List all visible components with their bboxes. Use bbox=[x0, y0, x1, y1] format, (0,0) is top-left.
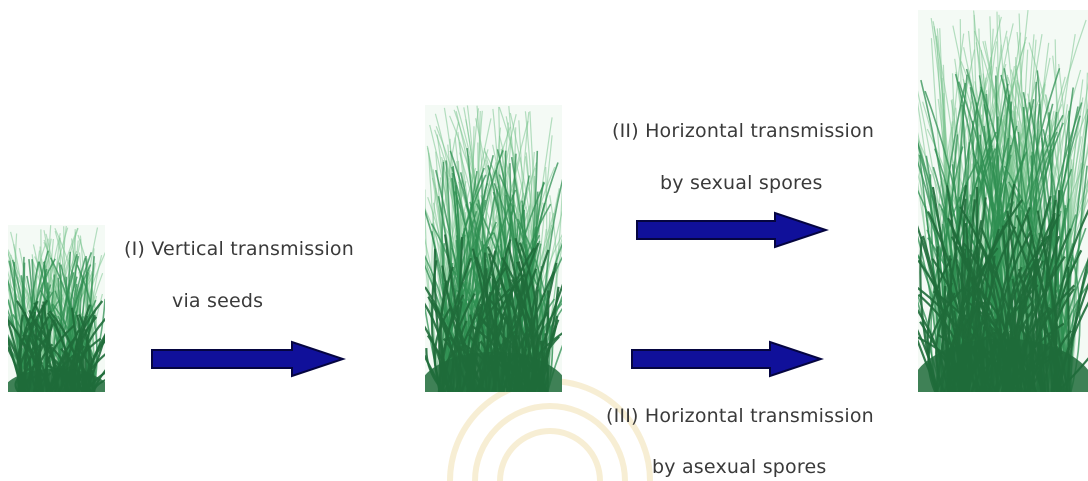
medium-grass-plant bbox=[425, 105, 562, 392]
sexual-transmission-sublabel: by sexual spores bbox=[660, 172, 823, 194]
sexual-spore-arrow bbox=[635, 211, 829, 249]
small-grass-plant bbox=[8, 225, 105, 392]
vertical-transmission-arrow bbox=[150, 340, 346, 378]
large-grass-plant bbox=[918, 10, 1088, 392]
asexual-transmission-sublabel: by asexual spores bbox=[652, 456, 826, 478]
asexual-transmission-label: (III) Horizontal transmission bbox=[606, 405, 874, 427]
sexual-transmission-label: (II) Horizontal transmission bbox=[612, 120, 874, 142]
asexual-spore-arrow bbox=[630, 340, 824, 378]
vertical-transmission-sublabel: via seeds bbox=[172, 290, 263, 312]
vertical-transmission-label: (I) Vertical transmission bbox=[124, 238, 354, 260]
